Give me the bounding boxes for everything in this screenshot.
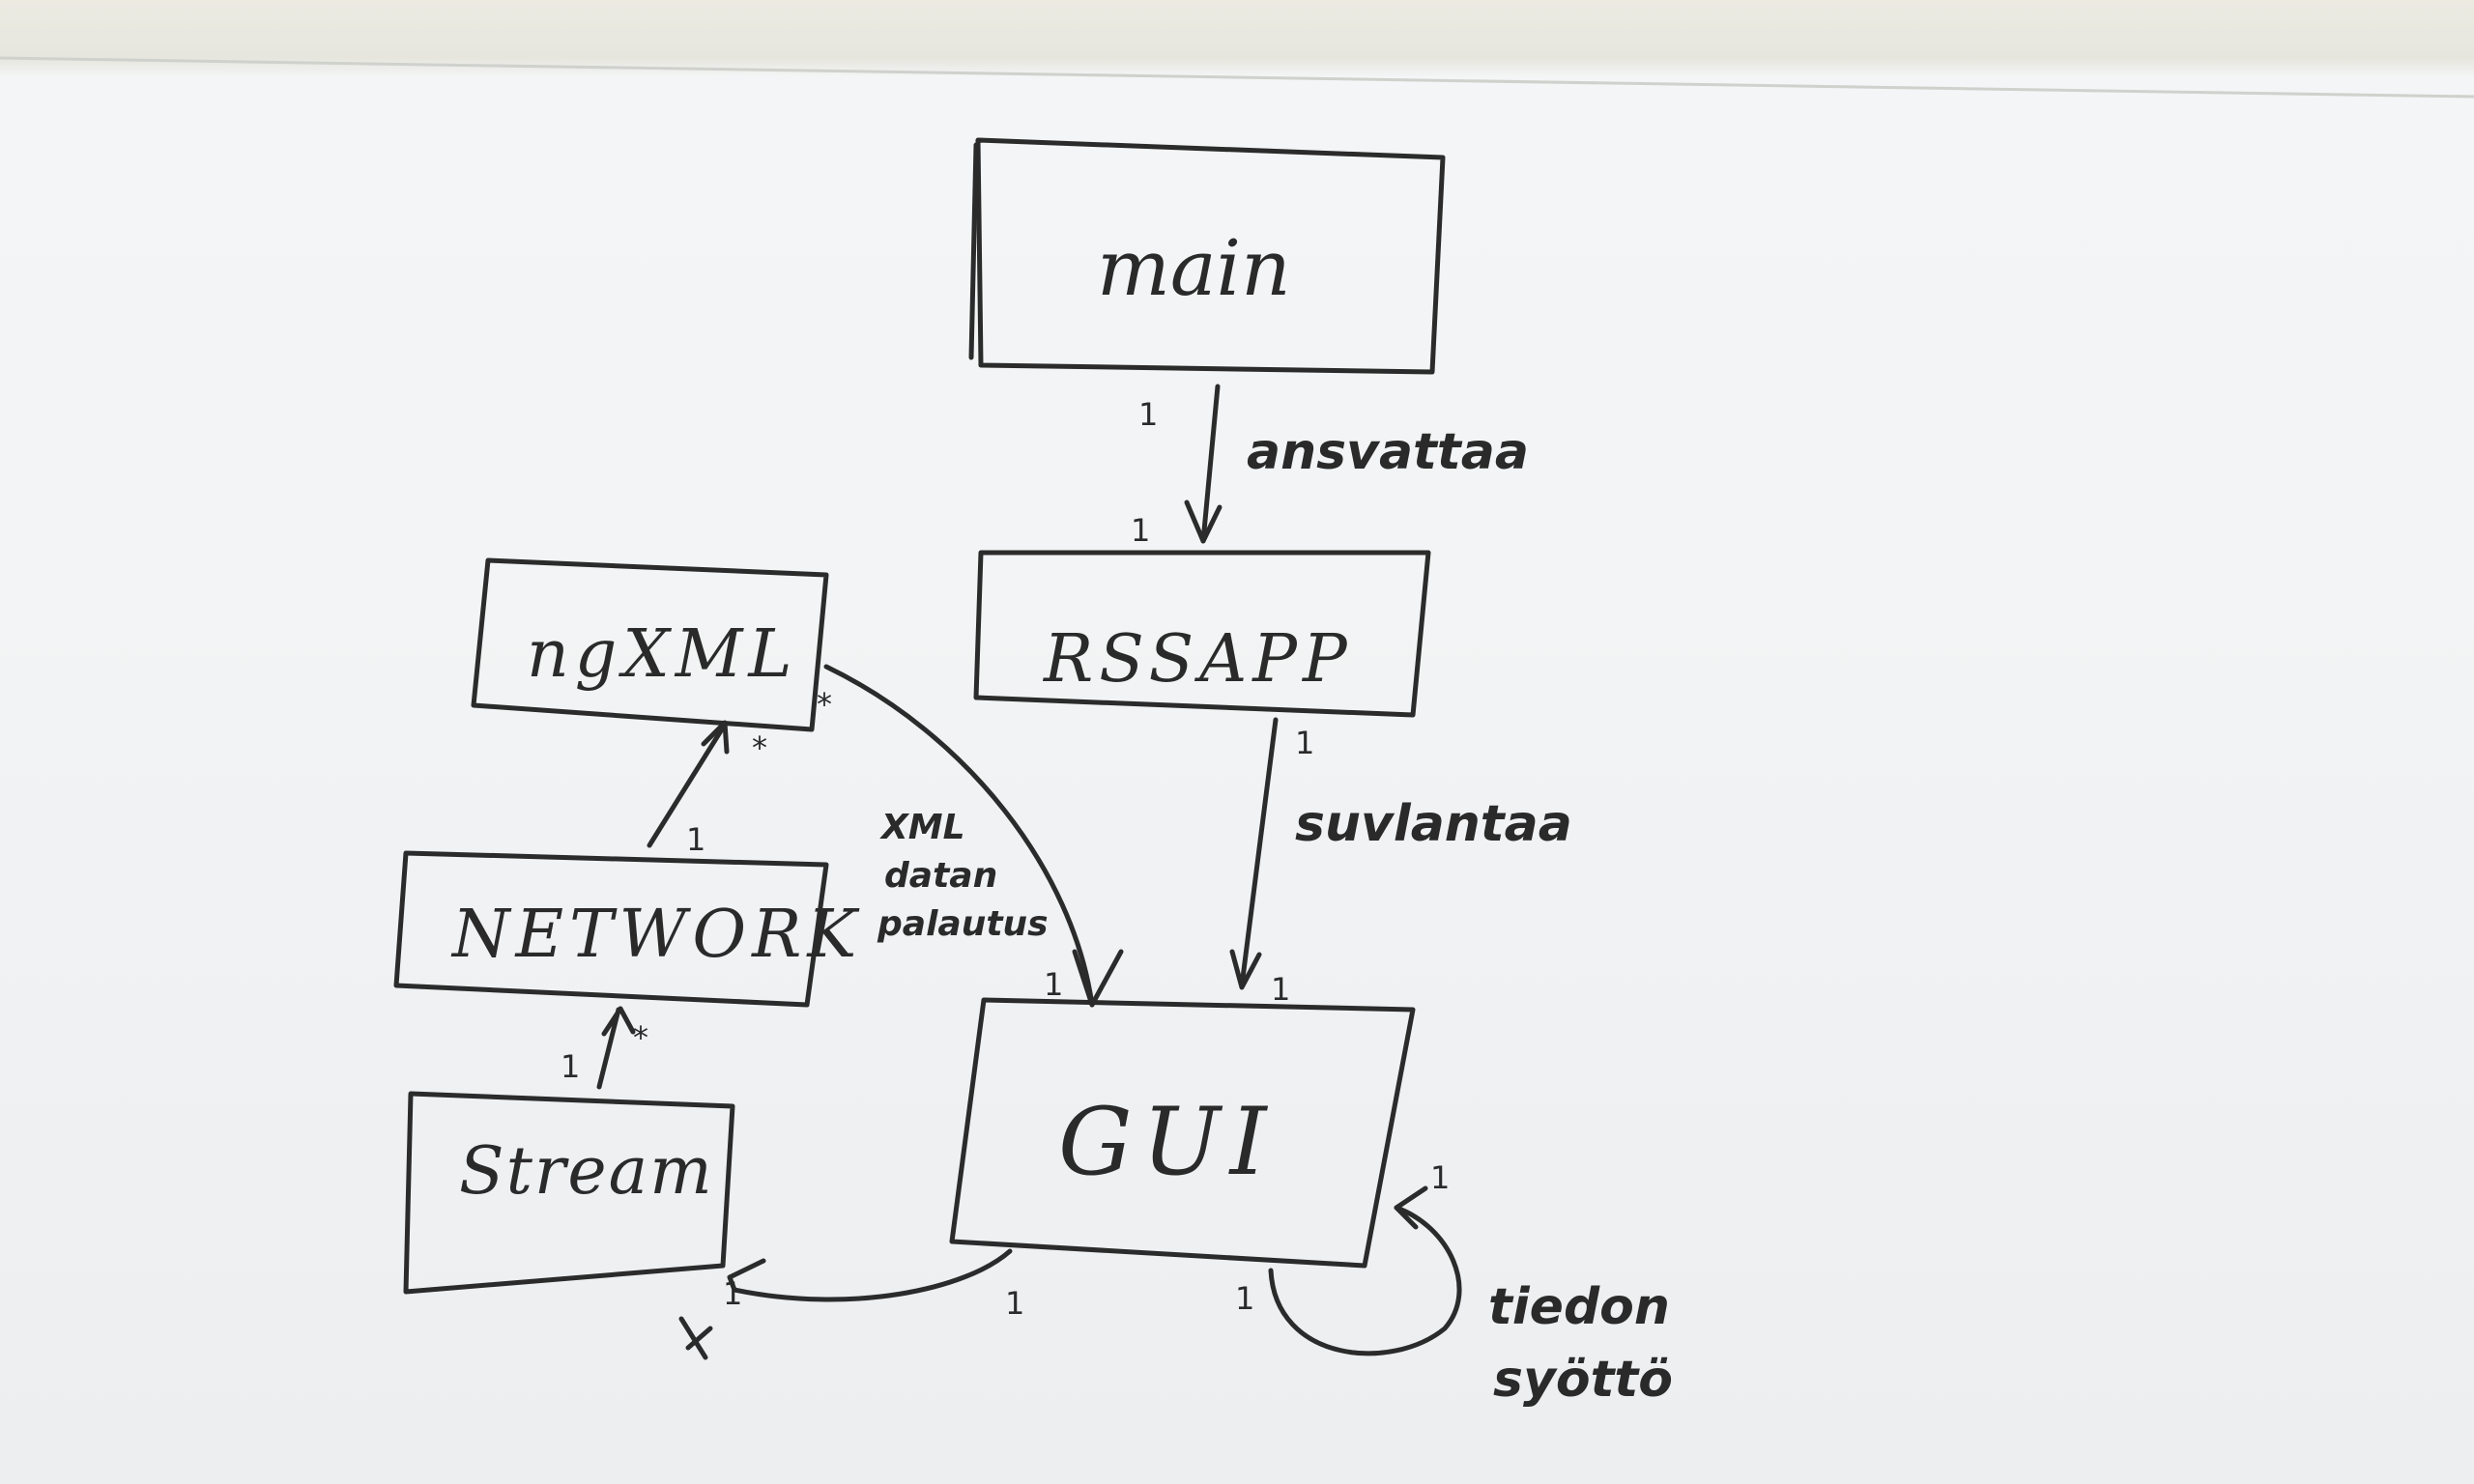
box-main-label: main <box>1097 223 1291 313</box>
mult-stream-right: 1 <box>723 1275 742 1312</box>
edge-rssapp-gui-label: suvlantaa <box>1295 795 1572 853</box>
edge-network-ngxml: * 1 <box>647 720 767 858</box>
paper-edge <box>0 56 2474 99</box>
box-network: NETWORK <box>393 850 862 1008</box>
edge-gui-ngxml-label-3: palautus <box>877 904 1049 944</box>
edge-rssapp-gui: suvlantaa 1 1 <box>1229 717 1572 1008</box>
edge-gui-ngxml-label-1: XML <box>879 808 965 847</box>
mult-gui-loop-bottom: 1 <box>1235 1280 1254 1317</box>
mult-ngxml-bottom: * <box>752 729 767 766</box>
mult-gui-bottom-left: 1 <box>1005 1285 1024 1322</box>
box-gui-label: GUI <box>1058 1088 1277 1196</box>
box-rssapp: RSSAPP <box>973 550 1431 718</box>
box-ngxml-label: ngXML <box>527 616 798 693</box>
box-ngxml: ngXML <box>471 557 829 732</box>
edge-main-rssapp: ansvattaa 1 1 <box>1131 384 1529 549</box>
edge-gui-self-label-1: tiedon <box>1488 1278 1670 1336</box>
box-gui: GUI <box>949 997 1416 1269</box>
box-network-label: NETWORK <box>450 897 862 973</box>
box-rssapp-label: RSSAPP <box>1042 621 1353 698</box>
box-stream-label: Stream <box>459 1133 714 1210</box>
edge-gui-self-label-2: syöttö <box>1493 1351 1673 1409</box>
mult-rssapp-bottom: 1 <box>1295 725 1314 761</box>
box-main: main <box>968 137 1446 375</box>
mult-stream-top: 1 <box>561 1048 580 1085</box>
mult-gui-loop-top: 1 <box>1430 1159 1450 1196</box>
mult-main-top: 1 <box>1138 396 1158 433</box>
edge-gui-ngxml-label-2: datan <box>884 856 997 896</box>
mult-network-bottom: * <box>633 1019 648 1056</box>
edge-gui-stream: 1 1 <box>678 1248 1024 1360</box>
edge-gui-self: 1 1 tiedon syöttö <box>1235 1159 1673 1409</box>
mult-main-bottom: 1 <box>1131 512 1150 549</box>
mult-ngxml-right: * <box>817 686 832 723</box>
mult-gui-top-right: 1 <box>1271 971 1290 1008</box>
mult-network-top: 1 <box>686 821 705 858</box>
edge-gui-ngxml: * 1 XML datan palautus <box>817 664 1124 1008</box>
box-stream: Stream <box>403 1091 735 1295</box>
edge-main-rssapp-label: ansvattaa <box>1247 423 1529 481</box>
mult-gui-top-left: 1 <box>1044 966 1063 1003</box>
edge-stream-network: * 1 <box>561 1006 648 1090</box>
